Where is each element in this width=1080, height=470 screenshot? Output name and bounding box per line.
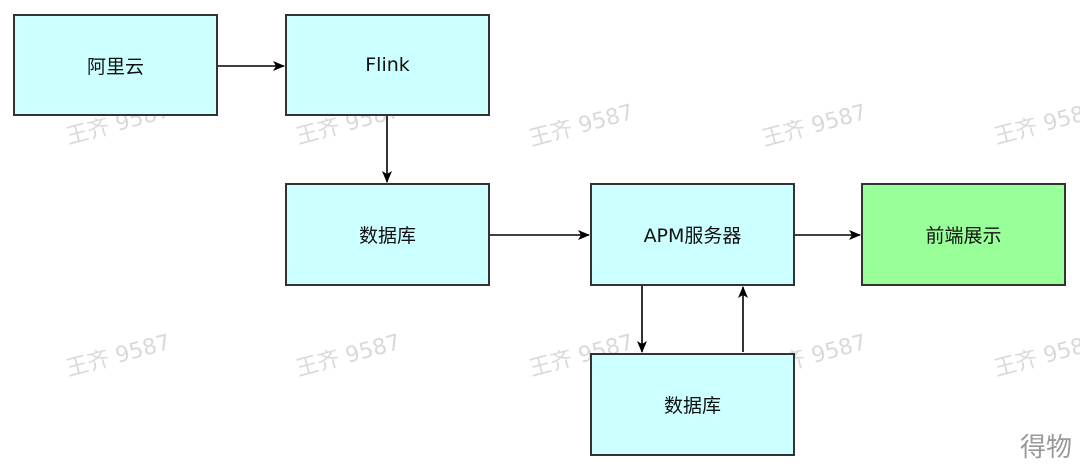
node-apm-server[interactable]: APM服务器 [590, 183, 795, 286]
node-aliyun-label: 阿里云 [86, 55, 144, 78]
node-database-1-label: 数据库 [358, 225, 416, 247]
node-database-2[interactable]: 数据库 [590, 353, 795, 456]
node-database-2-label: 数据库 [663, 395, 721, 417]
node-frontend-display[interactable]: 前端展示 [861, 183, 1066, 286]
node-flink-label: Flink [365, 54, 410, 76]
node-flink[interactable]: Flink [285, 14, 490, 116]
node-aliyun[interactable]: 阿里云 [13, 14, 218, 116]
node-frontend-display-label: 前端展示 [925, 225, 1002, 247]
corner-logo-text: 得物 [1019, 433, 1072, 463]
node-apm-server-label: APM服务器 [643, 225, 742, 247]
node-database-1[interactable]: 数据库 [285, 183, 490, 286]
